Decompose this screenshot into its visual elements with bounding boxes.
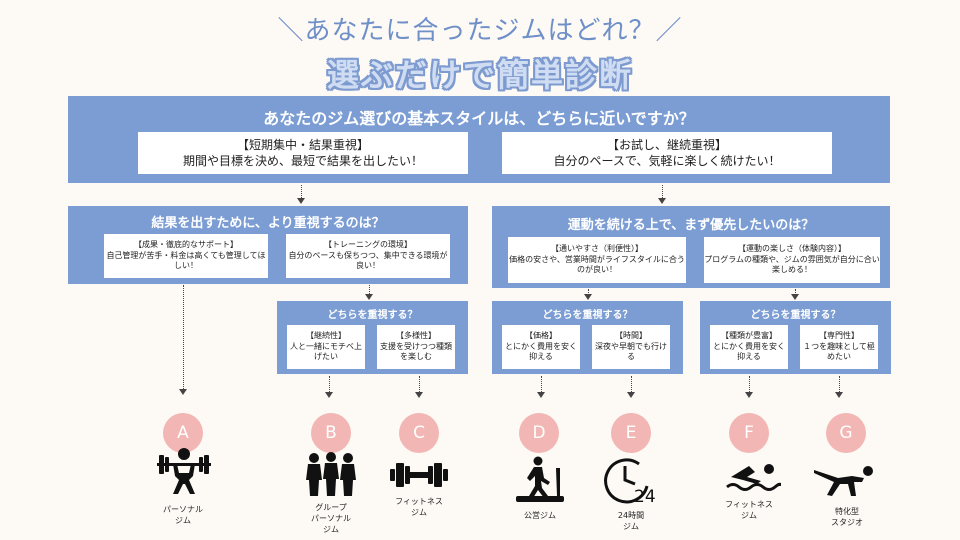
result-e-label: 24時間 ジム [617, 511, 645, 531]
option-title: 【トレーニングの環境】 [324, 239, 412, 249]
connector [662, 185, 663, 198]
question-1-option-left: 【短期集中・結果重視】 期間や目標を決め、最短で結果を出したい！ [138, 132, 468, 174]
result-g-label: 特化型 スタジオ [831, 507, 863, 527]
result-f-label: フィットネス ジム [725, 500, 773, 520]
option-title: 【短期集中・結果重視】 [236, 137, 369, 152]
question-3c-option-right: 【専門性】 １つを趣味として極めたい [800, 325, 878, 369]
connector [183, 285, 184, 389]
option-title: 【時間】 [615, 330, 647, 340]
question-3a-text: どちらを重視する？ [327, 310, 418, 321]
arrow-head [415, 392, 423, 398]
arrow-head [325, 392, 333, 398]
question-3c-panel: どちらを重視する？ 【種類が豊富】 とにかく費用を安く抑える 【専門性】 １つを… [700, 301, 891, 374]
option-desc: 人と一緒にモチベ上げたい [290, 341, 362, 362]
result-e-badge: E [611, 413, 651, 453]
question-2b-text: 運動を続ける上で、まず優先したいのは？ [567, 218, 815, 233]
question-1-panel: あなたのジム選びの基本スタイルは、どちらに近いですか？ 【短期集中・結果重視】 … [68, 96, 890, 183]
question-1-option-right: 【お試し、継続重視】 自分のペースで、気軽に楽しく続けたい！ [502, 132, 832, 174]
result-a-badge: A [163, 413, 203, 453]
treadmill-icon [514, 456, 566, 504]
connector [301, 185, 302, 198]
arrow-head [584, 294, 592, 300]
question-2b-panel: 運動を続ける上で、まず優先したいのは？ 【通いやすさ（利便性）】 価格の安さや、… [492, 206, 890, 288]
result-a-label: パーソナル ジム [163, 505, 203, 525]
connector [749, 376, 750, 392]
yoga-icon [812, 462, 882, 502]
page-title: 選ぶだけで簡単診断 [326, 56, 633, 94]
arrow-head [791, 294, 799, 300]
option-desc: プログラムの種類や、ジムの雰囲気が自分に合い楽しめる！ [704, 254, 880, 275]
question-3a-option-left: 【継続性】 人と一緒にモチベ上げたい [287, 325, 365, 369]
connector [839, 376, 840, 392]
arrow-head [658, 198, 666, 204]
connector [419, 376, 420, 392]
option-desc: とにかく費用を安く抑える [713, 341, 785, 362]
question-1-text: あなたのジム選びの基本スタイルは、どちらに近いですか？ [263, 109, 695, 128]
question-2a-option-left: 【成果・徹底的なサポート】 自己管理が苦手・料金は高くても管理してほしい！ [104, 234, 268, 278]
connector [795, 289, 796, 295]
question-2b-option-right: 【運動の楽しさ（体験内容）】 プログラムの種類や、ジムの雰囲気が自分に合い楽しめ… [704, 237, 880, 283]
arrow-head [179, 389, 187, 395]
connector [631, 376, 632, 392]
question-3b-option-right: 【時間】 深夜や早朝でも行ける [592, 325, 670, 369]
arrow-head [835, 392, 843, 398]
option-title: 【専門性】 [819, 330, 859, 340]
option-title: 【継続性】 [306, 330, 346, 340]
question-3b-panel: どちらを重視する？ 【価格】 とにかく費用を安く抑える 【時間】 深夜や早朝でも… [492, 301, 683, 374]
arrow-head [537, 392, 545, 398]
option-desc: 価格の安さや、営業時間がライフスタイルに合うのが良い！ [509, 254, 685, 275]
arrow-head [365, 294, 373, 300]
option-desc: 期間や目標を決め、最短で結果を出したい！ [182, 154, 423, 168]
connector [369, 285, 370, 294]
svg-text:24: 24 [634, 487, 656, 504]
result-b-badge: B [311, 413, 351, 453]
option-desc: 深夜や早朝でも行ける [595, 341, 667, 362]
result-d-label: 公営ジム [524, 511, 556, 520]
option-title: 【運動の楽しさ（体験内容）】 [738, 243, 846, 253]
option-title: 【多様性】 [396, 330, 436, 340]
question-3b-text: どちらを重視する？ [542, 310, 633, 321]
option-desc: １つを趣味として極めたい [803, 341, 875, 362]
group-people-icon [302, 452, 360, 498]
question-3a-panel: どちらを重視する？ 【継続性】 人と一緒にモチベ上げたい 【多様性】 支援を受け… [277, 301, 468, 374]
option-title: 【価格】 [525, 330, 557, 340]
question-2a-option-right: 【トレーニングの環境】 自分のペースも保ちつつ、集中できる環境が良い！ [286, 234, 450, 278]
question-3c-text: どちらを重視する？ [750, 310, 841, 321]
option-desc: 自分のペースで、気軽に楽しく続けたい！ [553, 154, 781, 168]
swimmer-icon [725, 462, 781, 492]
question-2b-option-left: 【通いやすさ（利便性）】 価格の安さや、営業時間がライフスタイルに合うのが良い！ [508, 237, 686, 283]
dumbbell-icon [389, 462, 449, 488]
option-title: 【通いやすさ（利便性）】 [551, 243, 643, 253]
question-3a-option-right: 【多様性】 支援を受けつつ種類を楽しむ [377, 325, 455, 369]
connector [541, 376, 542, 392]
result-d-badge: D [519, 413, 559, 453]
result-c-label: フィットネス ジム [395, 497, 443, 517]
question-2a-panel: 結果を出すために、より重視するのは？ 【成果・徹底的なサポート】 自己管理が苦手… [68, 206, 468, 284]
option-desc: 自己管理が苦手・料金は高くても管理してほしい！ [106, 250, 266, 271]
page-subtitle: ＼あなたに合ったジムはどれ？／ [277, 16, 683, 46]
option-desc: とにかく費用を安く抑える [505, 341, 577, 362]
result-f-badge: F [729, 413, 769, 453]
option-desc: 支援を受けつつ種類を楽しむ [380, 341, 452, 362]
result-c-badge: C [399, 413, 439, 453]
connector [588, 289, 589, 295]
option-desc: 自分のペースも保ちつつ、集中できる環境が良い！ [288, 250, 448, 271]
connector [329, 376, 330, 392]
option-title: 【種類が豊富】 [721, 330, 777, 340]
question-3b-option-left: 【価格】 とにかく費用を安く抑える [502, 325, 580, 369]
option-title: 【成果・徹底的なサポート】 [134, 239, 238, 249]
result-b-label: グループ パーソナル ジム [311, 503, 351, 534]
result-g-badge: G [826, 413, 866, 453]
option-title: 【お試し、継続重視】 [606, 137, 727, 152]
question-2a-text: 結果を出すために、より重視するのは？ [151, 216, 385, 231]
question-3c-option-left: 【種類が豊富】 とにかく費用を安く抑える [710, 325, 788, 369]
weightlifter-icon [155, 446, 213, 498]
arrow-head [627, 392, 635, 398]
arrow-head [745, 392, 753, 398]
arrow-head [297, 198, 305, 204]
clock-24-icon: 24 [603, 456, 659, 504]
